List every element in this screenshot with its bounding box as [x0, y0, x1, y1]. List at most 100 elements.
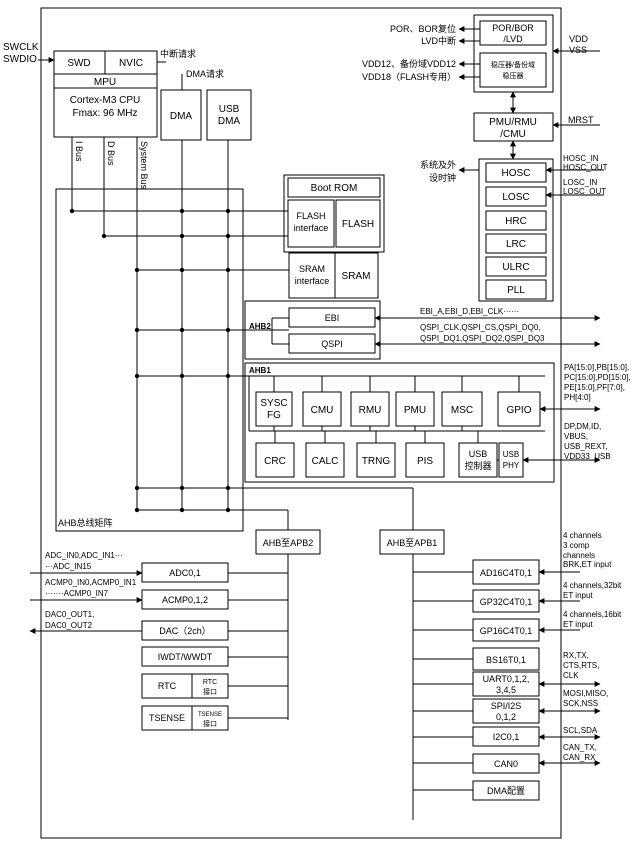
qspi-pins-2: QSPI_DQ1,QSPI_DQ2,QSPI_DQ3: [420, 334, 545, 343]
gp32-pins-1: 4 channels,32bit: [563, 581, 622, 590]
clock-label-1: 系统及外: [420, 159, 456, 170]
ad16-pins-1: 4 channels: [563, 531, 602, 540]
lrc-label: LRC: [506, 239, 526, 250]
mrst-label: MRST: [568, 115, 594, 125]
por-box-label-2: /LVD: [503, 34, 523, 44]
gpio-label: GPIO: [506, 405, 531, 416]
qspi-pins-1: QSPI_CLK,QSPI_CS,QSPI_DQ0,: [420, 323, 541, 332]
ulrc-label: ULRC: [502, 262, 529, 273]
uart-pins-2: CTS,RTS,: [563, 661, 599, 670]
ebi-pins: EBI_A,EBI_D,EBI_CLK······: [420, 307, 519, 316]
lvd-label: LVD中断: [421, 35, 456, 46]
swdio-label: SWDIO: [3, 54, 37, 65]
swclk-label: SWCLK: [3, 42, 39, 53]
gpio-pins-1: PA[15:0],PB[15:0],: [564, 363, 629, 372]
flash-group: [283, 174, 385, 253]
rtc-if-label-1: RTC: [203, 679, 217, 686]
ahb2-title: AHB2: [249, 322, 271, 331]
qspi-label: QSPI: [321, 339, 343, 349]
usb-pins-4: VDD33_USB: [564, 452, 611, 461]
uart-label-2: 3,4,5: [496, 685, 516, 695]
rtc-label: RTC: [158, 681, 177, 691]
hrc-label: HRC: [505, 216, 527, 227]
dac-out-1: DAC0_OUT1,: [45, 610, 94, 619]
sram-if-label-2: interface: [295, 276, 330, 286]
adc-in-2: ···ADC_IN15: [45, 562, 92, 571]
spi-pins-2: SCK,NSS: [563, 699, 598, 708]
i2c-label: I2C0,1: [493, 732, 520, 742]
acmp-in-2: ·······ACMP0_IN7: [45, 589, 109, 598]
reg-box-label-1: 稳压器/备份域: [491, 60, 535, 69]
gp16-pins-2: ET input: [563, 620, 593, 629]
sram-label: SRAM: [342, 271, 371, 282]
usb-dma-label-2: DMA: [218, 116, 241, 127]
usb-ctrl-label-1: USB: [469, 449, 488, 459]
usb-ctrl-label-2: 控制器: [464, 460, 491, 471]
can-pins-1: CAN_TX,: [563, 743, 597, 752]
ahb-bus-matrix: [55, 188, 244, 532]
hosc-out-label: HOSC_OUT: [563, 163, 608, 172]
hosc-in-label: HOSC_IN: [563, 154, 599, 163]
calc-label: CALC: [312, 456, 339, 467]
msc-label: MSC: [451, 405, 473, 416]
sysc-label-1: SYSC: [260, 398, 287, 409]
bus-junctions: [69, 208, 231, 513]
nvic-label: NVIC: [119, 58, 143, 69]
usb-pins-2: VBUS,: [564, 432, 588, 441]
vdd18-label: VDD18（FLASH专用）: [362, 71, 456, 82]
dbus-label: D Bus: [106, 141, 116, 166]
uart-pins-3: CLK: [563, 671, 579, 680]
usb-dma-label-1: USB: [219, 104, 240, 115]
gpio-pins-3: PE[15:0],PF[7:0],: [564, 383, 625, 392]
ad16-pins-4: BRK,ET input: [563, 560, 612, 569]
apb1-bridge-label: AHB至APB1: [387, 538, 438, 548]
flash-label: FLASH: [342, 219, 374, 230]
can-pins-2: CAN_RX: [563, 753, 596, 762]
i2c-pins: SCL,SDA: [563, 726, 598, 735]
gp16-pins-1: 4 channels,16bit: [563, 610, 622, 619]
cpu-core-label: Cortex-M3 CPU: [70, 95, 141, 106]
ahb-to-apb1-bridge: [379, 529, 445, 555]
pis-label: PIS: [417, 456, 433, 467]
spi-pins-1: MOSI,MISO,: [563, 689, 608, 698]
vdd12-label: VDD12、备份域VDD12: [362, 58, 456, 69]
losc-in-label: LOSC_IN: [563, 178, 597, 187]
losc-label: LOSC: [502, 192, 529, 203]
tsense-if-label-1: TSENSE: [198, 712, 222, 718]
dma-label: DMA: [170, 111, 193, 122]
lrc-box: [485, 233, 547, 254]
dac-label: DAC（2ch）: [159, 626, 211, 636]
ahb1-title: AHB1: [249, 366, 271, 375]
hosc-label: HOSC: [502, 168, 531, 179]
signal-arrows: [29, 26, 604, 766]
crc-label: CRC: [264, 456, 286, 467]
clock-group: [478, 158, 554, 302]
uart-pins-1: RX,TX,: [563, 651, 589, 660]
flash-if-label-1: FLASH: [296, 211, 325, 221]
flash-box: [335, 199, 381, 248]
dma-config-label: DMA配置: [487, 786, 525, 796]
gp32-pins-2: ET input: [563, 591, 593, 600]
gpio-pins-4: PH[4:0]: [564, 393, 591, 402]
pll-box: [485, 279, 547, 300]
uart-label-1: UART0,1,2,: [483, 674, 530, 684]
clock-label-2: 设时钟: [429, 172, 456, 183]
dma-request-label: DMA请求: [186, 68, 224, 79]
pll-label: PLL: [507, 285, 525, 296]
vdd-label: VDD: [569, 34, 589, 44]
acmp-in-1: ACMP0_IN0,ACMP0_IN1: [45, 578, 137, 587]
boot-rom-label: Boot ROM: [311, 183, 358, 194]
pmu-label: PMU: [404, 405, 426, 416]
por-bor-label: POR、BOR复位: [390, 23, 456, 34]
losc-out-label: LOSC_OUT: [563, 187, 606, 196]
rmu-label: RMU: [359, 405, 382, 416]
usb-pins-3: USB_REXT,: [564, 442, 608, 451]
sram-box: [334, 252, 379, 299]
usb-pins-1: DP,DM,ID,: [564, 422, 601, 431]
sysbus-label: System Bus: [139, 141, 149, 190]
dma-box: [160, 89, 202, 141]
por-bor-lvd-box: [479, 20, 547, 46]
usb-dma-box: [206, 89, 252, 141]
ibus-label: I Bus: [74, 141, 84, 162]
